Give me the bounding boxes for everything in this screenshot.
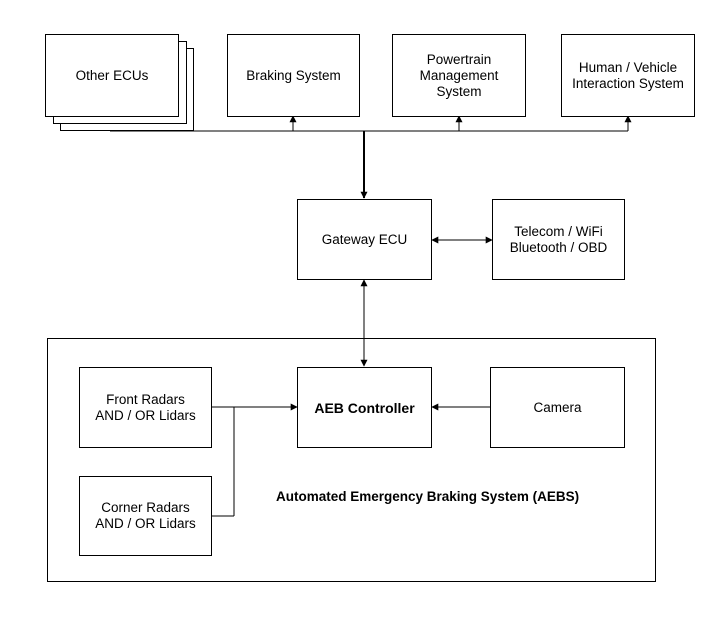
braking-system-box: Braking System [227, 34, 360, 117]
aeb-controller-box: AEB Controller [297, 367, 432, 448]
gateway-ecu-label: Gateway ECU [321, 231, 408, 247]
aeb-controller-label: AEB Controller [314, 399, 415, 416]
camera-box: Camera [490, 367, 625, 448]
other-ecus-label: Other ECUs [75, 67, 149, 83]
braking-system-label: Braking System [246, 67, 341, 83]
front-radars-box: Front Radars AND / OR Lidars [79, 367, 212, 448]
corner-radars-label-line1: Corner Radars [101, 500, 190, 515]
front-radars-label-line1: Front Radars [106, 391, 185, 407]
corner-radars-label-line2: AND / OR Lidars [95, 516, 196, 531]
hvi-label-line1: Human / Vehicle [578, 59, 678, 75]
aebs-group-frame [47, 338, 656, 582]
front-radars-label-line2: AND / OR Lidars [95, 407, 196, 423]
telecom-box: Telecom / WiFi Bluetooth / OBD [492, 199, 625, 280]
hvi-label-line2: Interaction System [572, 75, 684, 91]
powertrain-label-line1: Powertrain [426, 51, 492, 67]
telecom-label-line2: Bluetooth / OBD [509, 239, 608, 255]
gateway-ecu-box: Gateway ECU [297, 199, 432, 280]
telecom-label-line1: Telecom / WiFi [514, 223, 603, 239]
camera-label: Camera [533, 399, 582, 415]
powertrain-label-line3: System [436, 83, 482, 99]
powertrain-label-line2: Management [419, 67, 499, 83]
aebs-group-label: Automated Emergency Braking System (AEBS… [276, 489, 580, 504]
hvi-box: Human / Vehicle Interaction System [561, 34, 695, 117]
corner-radars-box: Corner Radars AND / OR Lidars [79, 476, 212, 556]
other-ecus-box: Other ECUs [45, 34, 179, 117]
powertrain-box: Powertrain Management System [392, 34, 526, 117]
